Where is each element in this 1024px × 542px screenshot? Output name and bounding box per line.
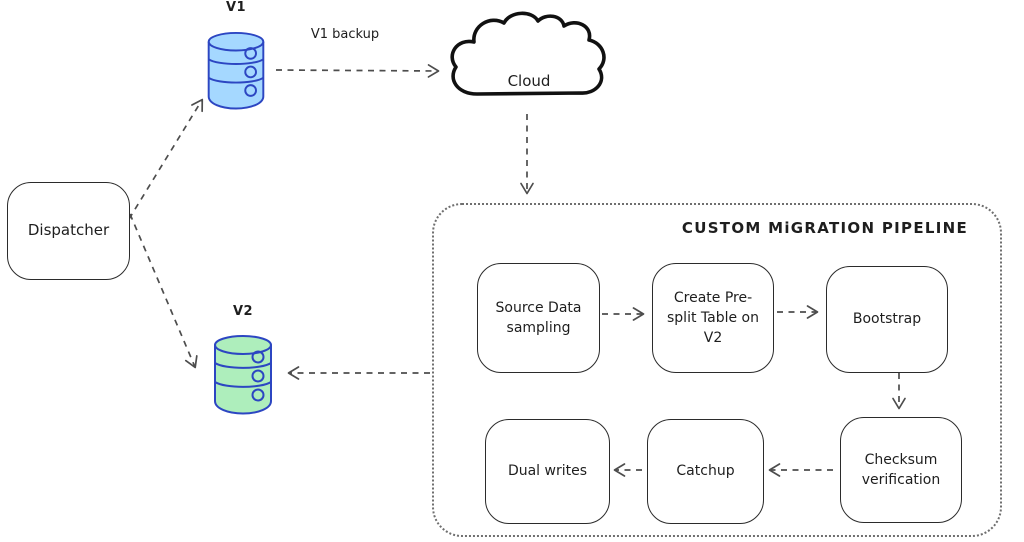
bootstrap-label: Bootstrap xyxy=(852,311,922,328)
v1-label: V1 xyxy=(225,0,247,15)
cloud-label: Cloud xyxy=(507,72,551,90)
edge-label-v1-backup: V1 backup xyxy=(310,27,380,42)
node-dual-writes: Dual writes xyxy=(485,419,610,524)
migration-pipeline-container: CUSTOM MiGRATION PIPELINE Source Data sa… xyxy=(432,203,1002,537)
node-create-presplit-table: Create Pre-split Table on V2 xyxy=(652,263,774,373)
node-checksum-verification: Checksum verification xyxy=(840,417,962,523)
node-v2-database xyxy=(207,333,279,415)
arrow-dispatcher-to-v2 xyxy=(129,213,198,369)
arrow-dispatcher-to-v1 xyxy=(128,98,204,220)
create-presplit-table-label: Create Pre-split Table on V2 xyxy=(667,289,759,347)
v2-label: V2 xyxy=(232,304,254,319)
node-bootstrap: Bootstrap xyxy=(826,266,948,373)
source-data-sampling-label: Source Data sampling xyxy=(495,299,582,336)
cloud-icon xyxy=(450,11,606,96)
arrow-v1-to-cloud xyxy=(275,64,440,78)
node-v1-database xyxy=(204,30,268,110)
pipeline-title: CUSTOM MiGRATION PIPELINE xyxy=(681,219,968,237)
node-dispatcher: Dispatcher xyxy=(7,182,130,280)
checksum-verification-label: Checksum verification xyxy=(861,451,941,488)
dual-writes-label: Dual writes xyxy=(507,463,588,480)
database-cylinder-icon xyxy=(207,31,265,110)
database-cylinder-icon xyxy=(214,335,272,415)
node-catchup: Catchup xyxy=(647,419,764,524)
node-source-data-sampling: Source Data sampling xyxy=(477,263,600,373)
dispatcher-label: Dispatcher xyxy=(27,221,110,240)
node-cloud: Cloud xyxy=(443,10,615,114)
catchup-label: Catchup xyxy=(676,463,735,480)
